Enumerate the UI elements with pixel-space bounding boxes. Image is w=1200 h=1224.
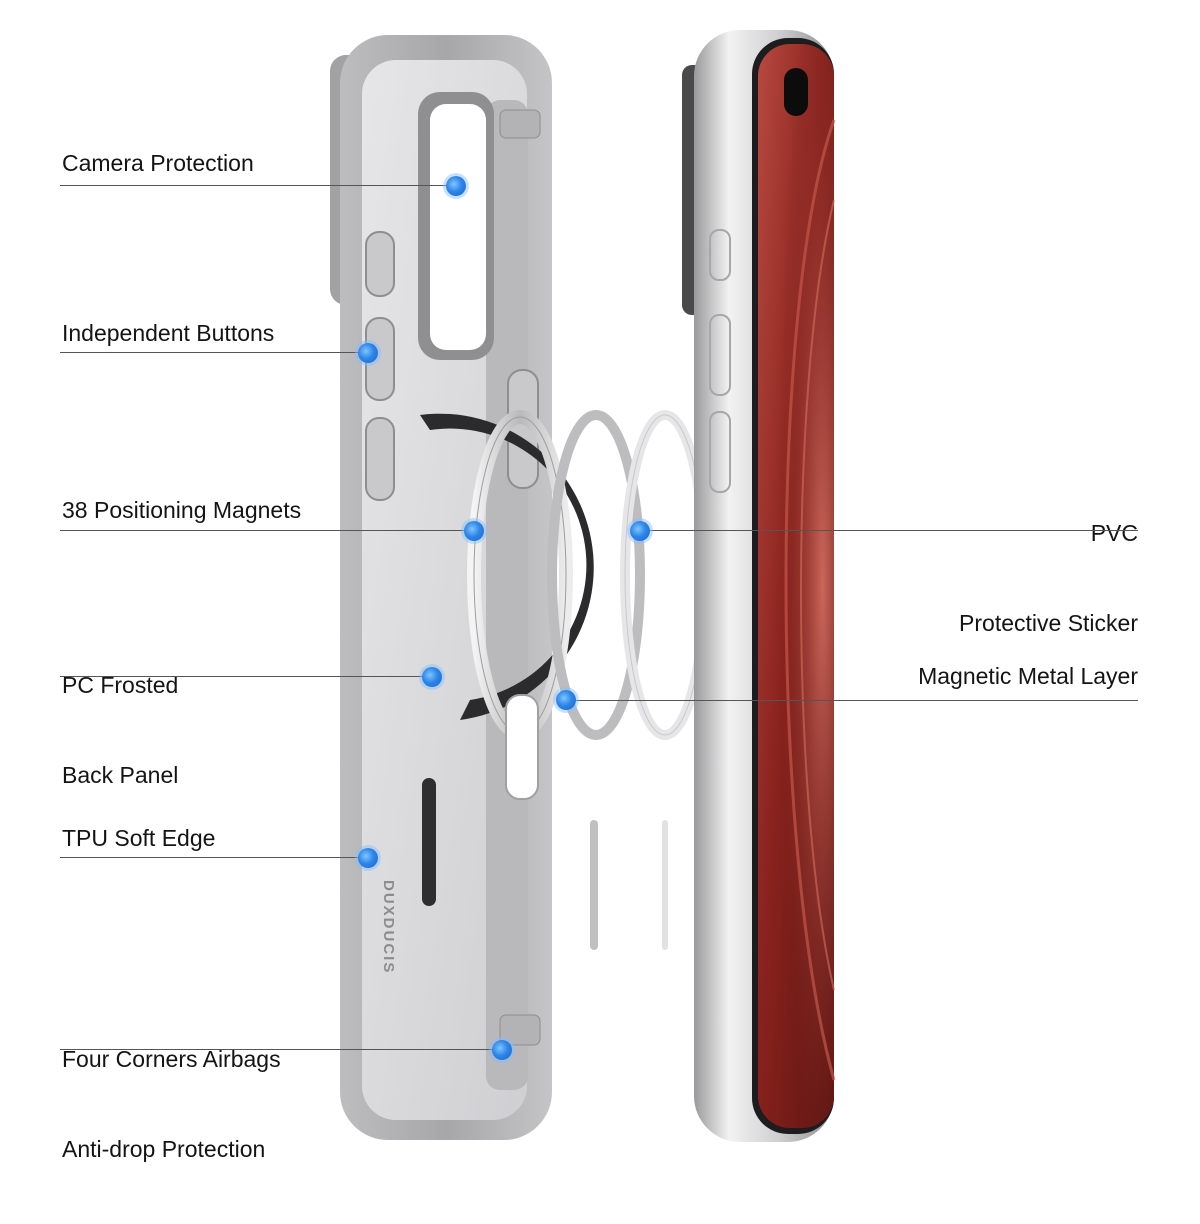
leader-line <box>60 676 434 677</box>
callout-camera-protection: Camera Protection <box>62 150 254 176</box>
callout-pc-back-panel: PC Frosted Back Panel <box>62 672 179 788</box>
leader-line <box>60 857 368 858</box>
phone <box>682 30 836 1142</box>
phone-case: DUXDUCIS <box>330 35 594 1140</box>
leader-line <box>60 352 368 353</box>
callout-tpu-soft-edge: TPU Soft Edge <box>62 825 216 851</box>
leader-line <box>640 530 1138 531</box>
callout-dot-icon <box>358 848 378 868</box>
callout-dot-icon <box>464 521 484 541</box>
callout-independent-buttons: Independent Buttons <box>62 320 275 346</box>
leader-line <box>60 185 456 186</box>
leader-line <box>566 700 1138 701</box>
callout-dot-icon <box>556 690 576 710</box>
callout-dot-icon <box>630 521 650 541</box>
callout-pvc-sticker: PVC Protective Sticker <box>959 520 1138 636</box>
case-logo: DUXDUCIS <box>380 880 397 974</box>
callout-dot-icon <box>446 176 466 196</box>
callout-magnetic-metal-layer: Magnetic Metal Layer <box>918 663 1138 689</box>
leader-line <box>60 1049 502 1050</box>
callout-dot-icon <box>422 667 442 687</box>
leader-line <box>60 530 474 531</box>
callout-dot-icon <box>358 343 378 363</box>
callout-dot-icon <box>492 1040 512 1060</box>
callout-positioning-magnets: 38 Positioning Magnets <box>62 497 302 523</box>
callout-four-corners: Four Corners Airbags Anti-drop Protectio… <box>62 1046 281 1162</box>
